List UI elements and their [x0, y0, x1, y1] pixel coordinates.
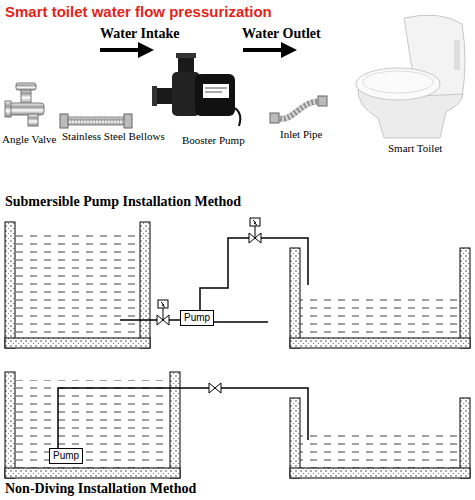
solenoid-valve-rect: [250, 218, 260, 226]
inlet-pipe-picture-path: [278, 102, 322, 119]
part-name: Angle Valve: [2, 133, 56, 146]
section-heading-box: Submersible Pump Installation Method: [5, 194, 241, 210]
part-name-box: Booster Pump: [182, 134, 245, 147]
booster-pump-picture-rect: [176, 53, 196, 58]
tank-rect: [460, 248, 470, 348]
smart-toilet-picture-rect: [454, 40, 460, 70]
tank-rect: [460, 398, 470, 478]
flow-arrow-polygon: [281, 42, 297, 58]
angle-valve-picture-rect: [28, 114, 38, 126]
solenoid-valve-polygon: [163, 315, 169, 325]
tank-rect: [5, 338, 150, 348]
tank: [290, 398, 470, 478]
valve: [209, 383, 221, 393]
solenoid-valve-polyline: [161, 302, 165, 307]
tank-rect: [290, 248, 300, 348]
title: Smart toilet water flow pressurization: [5, 3, 272, 21]
flow-label: Water Outlet: [242, 26, 321, 42]
pipe-path: [212, 321, 268, 323]
pump-label: Pump: [184, 312, 210, 324]
title-box: Smart toilet water flow pressurization: [5, 3, 272, 21]
bellows-picture-rect: [60, 114, 68, 128]
part-name-box: Angle Valve: [2, 133, 56, 146]
part-name: Booster Pump: [182, 134, 245, 147]
smart-toilet-picture-ellipse: [363, 71, 433, 93]
solenoid-valve-line: [163, 308, 164, 320]
tank-rect: [290, 468, 470, 478]
flow-label: Water Intake: [100, 26, 179, 42]
section-heading-box: Non-Diving Installation Method: [5, 481, 196, 497]
solenoid-valve-line: [255, 226, 256, 238]
flow-arrow-polygon: [138, 42, 154, 58]
flow-arrow: [100, 42, 154, 58]
tank: [290, 248, 470, 348]
valve-polygon: [215, 383, 221, 393]
booster-pump-picture-line: [205, 92, 222, 93]
tank-rect: [5, 468, 180, 478]
inlet-pipe-picture: [270, 96, 327, 123]
part-name-box: Inlet Pipe: [280, 128, 322, 141]
part-name: Stainless Steel Bellows: [62, 130, 165, 143]
angle-valve-picture-rect: [16, 83, 36, 90]
pump-box: Pump: [180, 310, 214, 326]
angle-valve-picture: [5, 83, 44, 126]
bellows-picture-rect: [66, 117, 126, 125]
inlet-pipe-picture-path: [278, 102, 322, 119]
bellows-picture-line: [68, 117, 124, 125]
flow-arrow-line: [243, 48, 283, 52]
smart-toilet-picture-ellipse: [356, 68, 440, 100]
tank-rect: [5, 222, 15, 348]
flow-arrow: [243, 42, 297, 58]
pump-box: Pump: [49, 448, 83, 464]
solenoid-valve: [157, 300, 169, 325]
tank-rect: [15, 230, 140, 338]
bellows-picture-rect: [124, 114, 132, 128]
pump-label: Pump: [53, 450, 79, 462]
inlet-pipe-picture-rect: [270, 113, 279, 123]
tank: [5, 222, 150, 348]
pipe: [58, 388, 308, 456]
booster-pump-picture-line: [205, 88, 227, 89]
part-name-box: Smart Toilet: [388, 142, 442, 155]
flow-label-box: Water Outlet: [242, 26, 321, 42]
tank-rect: [140, 222, 150, 348]
tank-rect: [300, 295, 460, 338]
flow-arrow-line: [100, 48, 140, 52]
part-name: Smart Toilet: [388, 142, 442, 155]
tank-rect: [15, 380, 170, 468]
bellows-picture: [60, 114, 132, 128]
part-name: Inlet Pipe: [280, 128, 322, 141]
solenoid-valve-polygon: [157, 315, 163, 325]
booster-pump-picture-rect: [152, 86, 157, 106]
tank-rect: [5, 372, 15, 478]
section-heading: Non-Diving Installation Method: [5, 481, 196, 497]
flow-label-box: Water Intake: [100, 26, 179, 42]
tank-rect: [290, 338, 470, 348]
solenoid-valve: [249, 218, 261, 243]
section-heading: Submersible Pump Installation Method: [5, 194, 241, 210]
booster-pump-picture-rect: [195, 74, 235, 116]
solenoid-valve-polygon: [249, 233, 255, 243]
pipe-path: [58, 388, 308, 456]
booster-pump-picture: [152, 53, 240, 126]
angle-valve-picture-rect: [5, 101, 11, 117]
solenoid-valve-rect: [158, 300, 168, 308]
booster-pump-picture-path: [235, 108, 240, 126]
angle-valve-picture-rect: [8, 103, 44, 115]
valve-polygon: [209, 383, 215, 393]
part-name-box: Stainless Steel Bellows: [62, 130, 165, 143]
pipe-path: [200, 238, 308, 318]
booster-pump-picture-rect: [203, 84, 229, 98]
inlet-pipe-picture-rect: [318, 96, 327, 106]
tank-rect: [290, 398, 300, 478]
solenoid-valve-polygon: [255, 233, 261, 243]
solenoid-valve-polyline: [253, 220, 257, 225]
tank-rect: [300, 430, 460, 468]
smart-toilet-picture: [356, 15, 465, 138]
